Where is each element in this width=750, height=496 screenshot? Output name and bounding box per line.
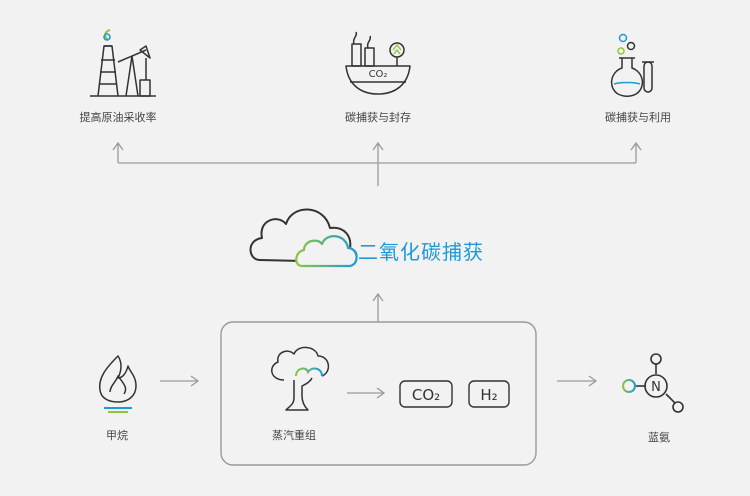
flask-liquid [613, 81, 641, 85]
carbon-storage-icon [345, 31, 411, 95]
label-storage: 碳捕获与封存 [345, 111, 411, 124]
steam-accent [295, 367, 323, 377]
process-box [220, 321, 537, 466]
h2-chip [468, 380, 510, 408]
steam-tree-icon [271, 346, 330, 411]
label-methane: 甲烷 [106, 429, 128, 442]
bubble-3 [617, 47, 625, 55]
distribution-arrows [112, 141, 642, 186]
ammonia-atom-accent [622, 379, 636, 393]
reformer-arrow [347, 387, 386, 399]
ammonia-molecule-icon [636, 353, 684, 413]
bubble-1 [618, 33, 628, 43]
capture-arrow [372, 292, 384, 322]
storage-co2-text: CO₂ [369, 69, 388, 80]
flame-icon [98, 355, 137, 403]
lab-flask-icon [610, 57, 654, 97]
co2-chip [399, 380, 453, 408]
h2-chip-text: H₂ [480, 386, 497, 404]
capture-title: 二氧化碳捕获 [358, 240, 484, 264]
output-arrow [557, 375, 598, 387]
oil-pump-icon [90, 45, 156, 97]
bubble-2 [626, 41, 636, 51]
cloud-accent [295, 235, 358, 268]
label-reformer: 蒸汽重组 [272, 429, 316, 442]
input-arrow [160, 375, 200, 387]
label-eor: 提高原油采收率 [79, 111, 157, 124]
nitrogen-atom-text: N [651, 380, 661, 395]
label-blue-ammonia: 蓝氨 [648, 431, 670, 444]
drop-accent-dot [103, 33, 111, 41]
tree-accent [392, 43, 402, 55]
co2-chip-text: CO₂ [412, 386, 440, 404]
label-utilization: 碳捕获与利用 [605, 111, 671, 124]
